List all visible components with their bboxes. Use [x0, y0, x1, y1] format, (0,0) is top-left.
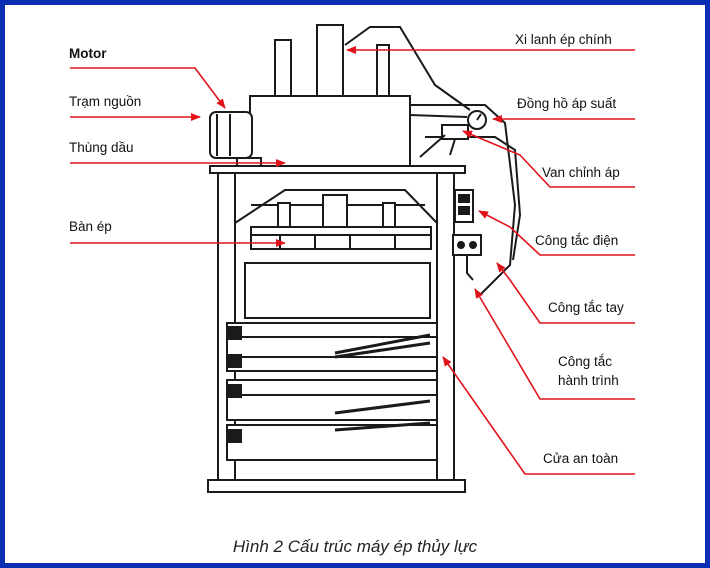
figure-caption: Hình 2 Cấu trúc máy ép thủy lực [232, 537, 478, 556]
label-press-plate: Bàn ép [69, 219, 112, 234]
leader-lines [70, 46, 635, 475]
hydraulic-press-diagram [70, 24, 635, 493]
label-safety-door: Cửa an toàn [543, 451, 619, 466]
leader-safety-door [442, 356, 635, 475]
label-power-station: Trạm nguồn [69, 94, 142, 109]
leader-hand-switch [496, 262, 635, 324]
label-electric-switch: Công tắc điện [535, 233, 619, 248]
main-cylinder [316, 24, 344, 97]
press-chamber [244, 262, 431, 319]
cylinder-rod-left [274, 39, 292, 97]
label-pressure-gauge: Đồng hồ áp suất [517, 96, 617, 111]
oil-tank-block [249, 95, 411, 167]
leader-limit-switch [474, 288, 635, 400]
leader-pressure-valve [462, 130, 635, 188]
label-pressure-valve: Van chỉnh áp [542, 165, 620, 180]
safety-door-lower [226, 379, 438, 421]
leader-electric-switch [478, 210, 635, 256]
label-limit-switch-line1: Công tắc [558, 354, 613, 369]
leader-motor [70, 67, 226, 109]
base-frame [207, 479, 466, 493]
cylinder-rod-right [376, 44, 390, 97]
label-motor: Motor [69, 46, 107, 61]
label-main-cylinder: Xi lanh ép chính [515, 32, 612, 47]
press-plate [250, 226, 432, 236]
label-hand-switch: Công tắc tay [548, 300, 624, 315]
label-limit-switch-line2: hành trình [558, 373, 619, 388]
machine-drawing [207, 24, 522, 493]
top-beam [209, 165, 466, 174]
label-oil-tank: Thùng dầu [69, 140, 134, 155]
